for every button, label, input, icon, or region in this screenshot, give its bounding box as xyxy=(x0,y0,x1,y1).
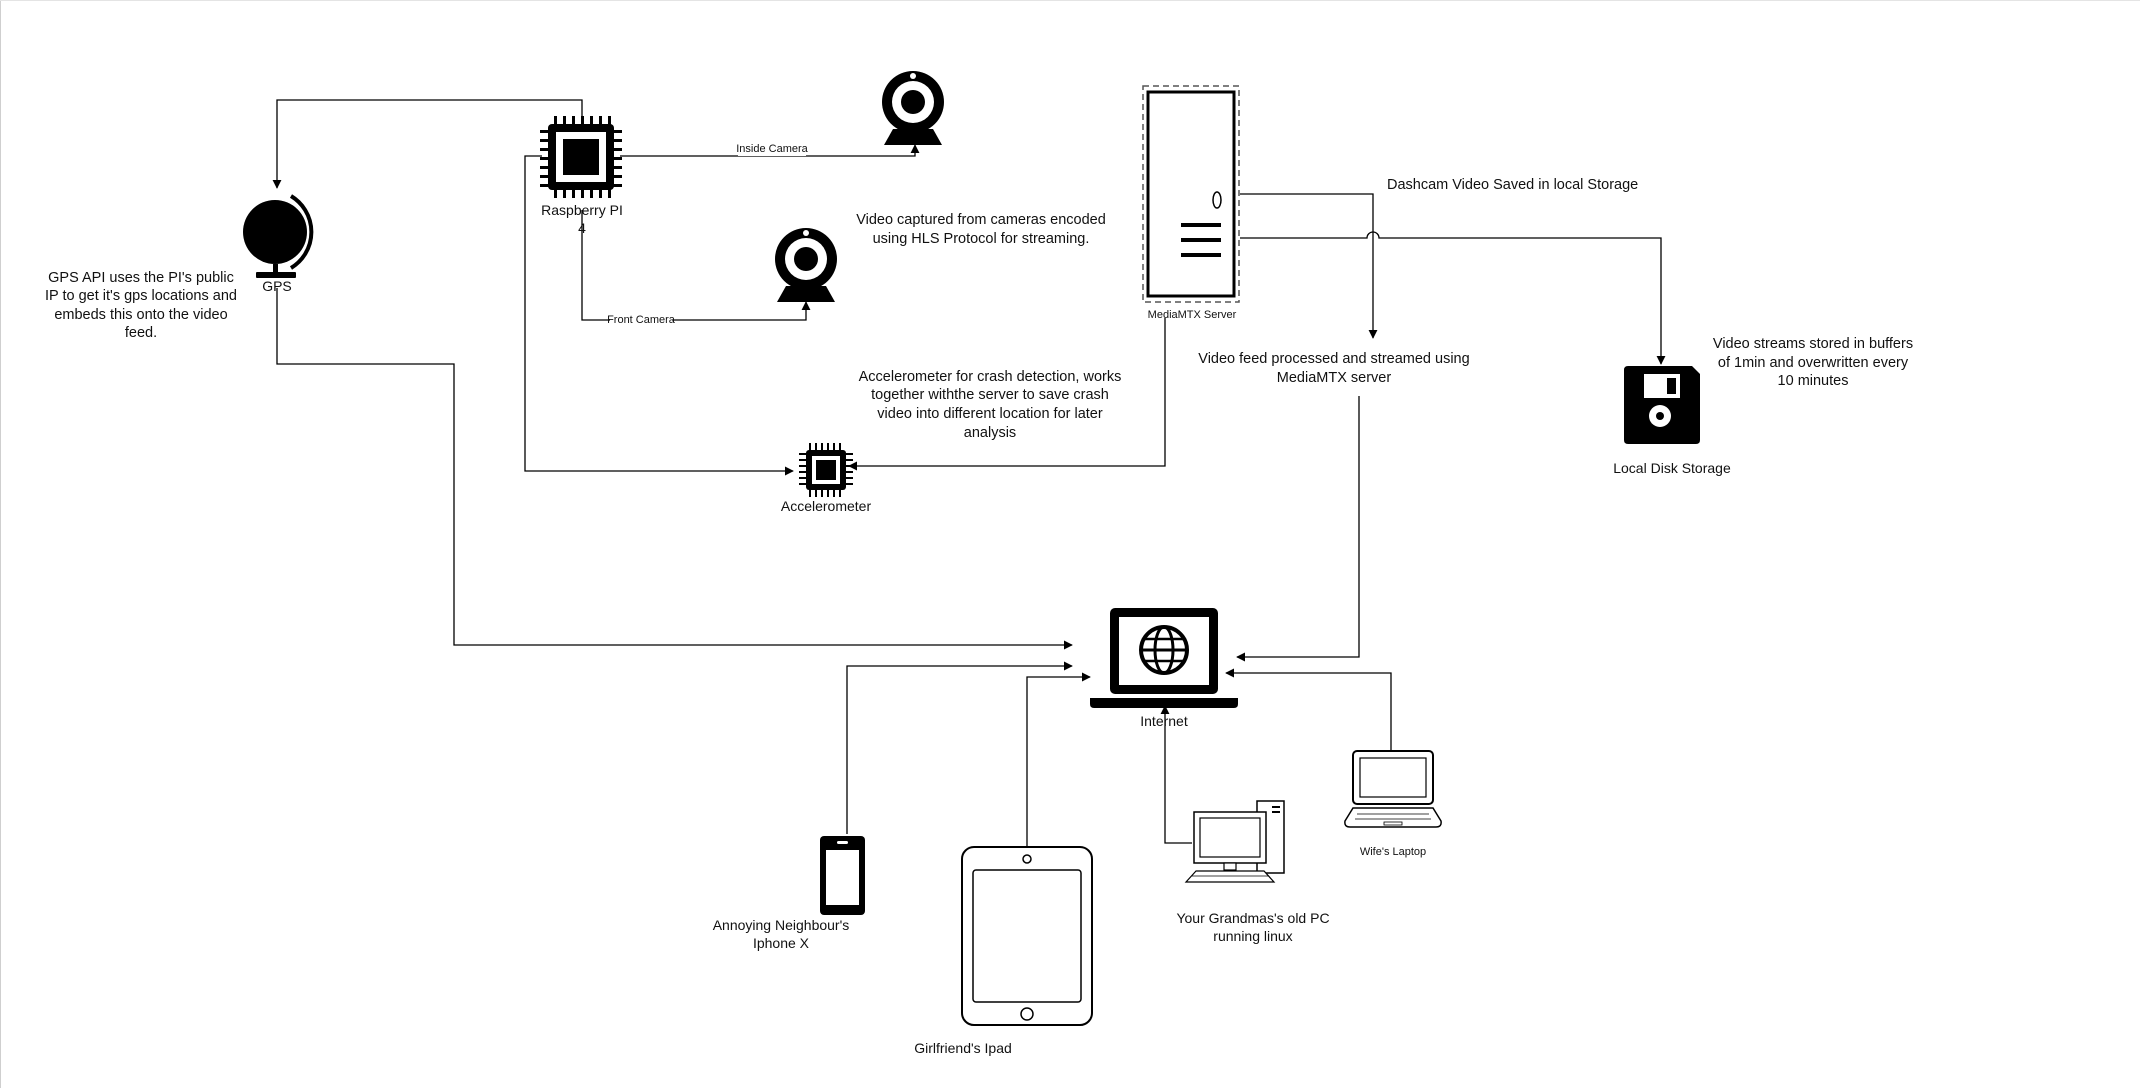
edge-server-to-streaming[interactable] xyxy=(1240,193,1378,339)
node-wife-laptop[interactable]: Wife's Laptop xyxy=(1344,750,1442,858)
node-local-disk[interactable]: Local Disk Storage xyxy=(1613,366,1731,476)
edge-label-inside-camera: Inside Camera xyxy=(736,142,809,156)
svg-text:MediaMTX server: MediaMTX server xyxy=(1277,370,1392,386)
accelerometer-label: Accelerometer xyxy=(781,498,872,514)
node-grandma-pc[interactable]: Your Grandmas's old PC running linux xyxy=(1176,800,1330,944)
node-mediamtx-server[interactable]: MediaMTX Server xyxy=(1142,85,1240,321)
edge-label-front-camera: Front Camera xyxy=(607,313,676,327)
node-neighbour-phone[interactable]: Annoying Neighbour's Iphone X xyxy=(713,836,865,951)
wife-laptop-label: Wife's Laptop xyxy=(1360,846,1426,858)
desktop-pc-icon xyxy=(1184,800,1285,883)
server-tower-icon xyxy=(1146,90,1236,298)
svg-text:Video captured from cameras en: Video captured from cameras encoded xyxy=(856,212,1106,228)
webcam-icon xyxy=(775,228,837,302)
gps-label: GPS xyxy=(262,278,292,294)
internet-label: Internet xyxy=(1140,713,1188,729)
svg-text:Front Camera: Front Camera xyxy=(607,314,676,326)
node-raspberry-pi[interactable]: Raspberry PI 4 xyxy=(540,116,623,236)
edge-gps-to-internet[interactable] xyxy=(276,288,1073,650)
floppy-disk-icon xyxy=(1624,366,1700,444)
note-streaming: Video feed processed and streamed using … xyxy=(1198,351,1469,386)
connectors xyxy=(272,99,1666,846)
svg-text:Accelerometer for crash detect: Accelerometer for crash detection, works xyxy=(859,369,1122,385)
svg-text:embeds this onto the video: embeds this onto the video xyxy=(54,307,227,323)
svg-text:Video feed processed and strea: Video feed processed and streamed using xyxy=(1198,351,1469,367)
svg-text:10 minutes: 10 minutes xyxy=(1778,373,1849,389)
svg-text:GPS API uses the PI's public: GPS API uses the PI's public xyxy=(48,270,234,286)
svg-text:of 1min and overwritten every: of 1min and overwritten every xyxy=(1718,355,1909,371)
laptop-icon xyxy=(1344,750,1442,828)
node-girlfriend-ipad[interactable]: Girlfriend's Ipad xyxy=(914,846,1093,1056)
girlfriend-ipad-label: Girlfriend's Ipad xyxy=(914,1040,1012,1056)
webcam-icon xyxy=(882,71,944,145)
neighbour-phone-label: Annoying Neighbour's xyxy=(713,917,850,933)
grandma-pc-label-line2: running linux xyxy=(1213,928,1292,944)
node-gps[interactable]: GPS xyxy=(243,194,314,294)
svg-text:Inside Camera: Inside Camera xyxy=(736,143,808,155)
svg-text:video into different location: video into different location for later xyxy=(877,406,1103,422)
local-disk-label: Local Disk Storage xyxy=(1613,460,1731,476)
svg-text:analysis: analysis xyxy=(964,425,1016,441)
chip-icon xyxy=(799,443,853,497)
svg-text:IP to get it's gps locations a: IP to get it's gps locations and xyxy=(45,288,237,304)
edge-pi-to-inside-camera[interactable] xyxy=(620,144,920,157)
svg-text:feed.: feed. xyxy=(125,325,157,341)
note-cameras: Video captured from cameras encoded usin… xyxy=(856,212,1106,247)
globe-icon xyxy=(243,194,314,278)
edge-pi-to-accelerometer[interactable] xyxy=(524,155,794,476)
edge-pc-to-internet[interactable] xyxy=(1160,705,1192,844)
node-accelerometer[interactable]: Accelerometer xyxy=(781,443,872,514)
svg-text:together withthe server to sav: together withthe server to save crash xyxy=(871,387,1109,403)
edge-server-to-accelerometer[interactable] xyxy=(848,318,1166,471)
neighbour-phone-label-line2: Iphone X xyxy=(753,935,810,951)
laptop-globe-icon xyxy=(1090,608,1238,708)
raspberry-pi-label-line2: 4 xyxy=(578,220,586,236)
raspberry-pi-label: Raspberry PI xyxy=(541,202,623,218)
svg-text:Video streams stored in buffer: Video streams stored in buffers xyxy=(1713,336,1913,352)
note-accelerometer: Accelerometer for crash detection, works… xyxy=(859,369,1122,441)
note-dashcam-storage: Dashcam Video Saved in local Storage xyxy=(1387,177,1638,193)
grandma-pc-label: Your Grandmas's old PC xyxy=(1176,910,1329,926)
svg-text:using HLS Protocol for streami: using HLS Protocol for streaming. xyxy=(873,231,1090,247)
note-buffers: Video streams stored in buffers of 1min … xyxy=(1713,336,1913,389)
edge-pi-to-gps[interactable] xyxy=(272,99,583,189)
tablet-icon xyxy=(961,846,1093,1026)
edge-laptop-to-internet[interactable] xyxy=(1225,668,1392,750)
edge-streaming-to-internet[interactable] xyxy=(1236,396,1360,662)
node-internet[interactable]: Internet xyxy=(1090,608,1238,729)
edge-phone-to-internet[interactable] xyxy=(846,661,1073,834)
server-selection-frame xyxy=(1142,85,1240,303)
node-front-camera[interactable] xyxy=(775,228,837,302)
smartphone-icon xyxy=(820,836,865,915)
cpu-chip-icon xyxy=(540,116,622,198)
edge-ipad-to-internet[interactable] xyxy=(1026,672,1091,846)
edge-server-to-local-disk[interactable] xyxy=(1240,231,1666,365)
note-gps: GPS API uses the PI's public IP to get i… xyxy=(45,270,237,341)
edge-pi-to-front-camera[interactable] xyxy=(581,210,811,321)
mediamtx-server-label: MediaMTX Server xyxy=(1148,309,1237,321)
svg-text:Dashcam Video Saved in local S: Dashcam Video Saved in local Storage xyxy=(1387,177,1638,193)
node-inside-camera[interactable] xyxy=(882,71,944,145)
